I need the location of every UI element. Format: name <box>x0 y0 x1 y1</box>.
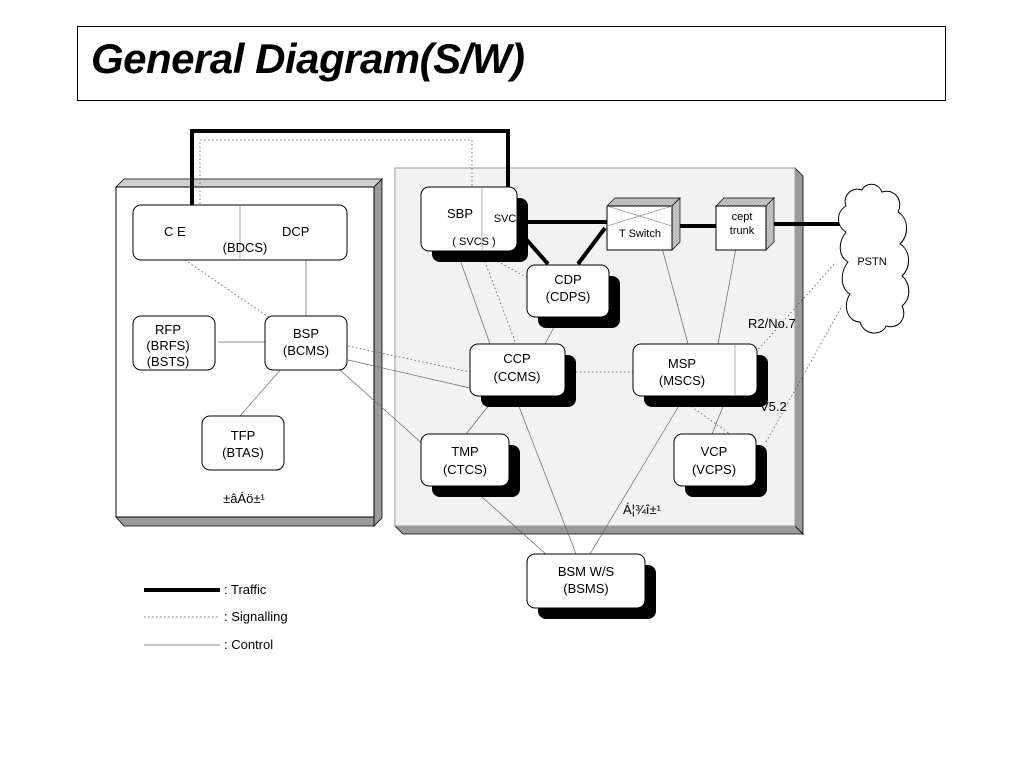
bsp-node[interactable]: BSP (BCMS) <box>264 315 348 371</box>
rfp-node[interactable]: RFP (BRFS) (BSTS) <box>132 315 216 371</box>
tmp-label: TMP <box>451 444 478 459</box>
ccp-label: CCP <box>503 351 530 366</box>
left-panel-caption: ±âÁö±¹ <box>223 491 265 506</box>
ce-dcp-node[interactable]: C E DCP (BDCS) <box>132 204 348 261</box>
legend: : Traffic : Signalling : Control <box>144 582 288 652</box>
bsm-label: BSM W/S <box>558 564 615 579</box>
vcps-label: (VCPS) <box>692 462 736 477</box>
page-title: General Diagram(S/W) <box>91 35 525 82</box>
ccp-node[interactable]: CCP (CCMS) <box>469 343 576 407</box>
tfp-node[interactable]: TFP (BTAS) <box>201 415 285 471</box>
rfp-label: RFP <box>155 322 181 337</box>
cept-trunk-node[interactable]: cept trunk <box>715 197 775 251</box>
pstn-label: PSTN <box>857 256 886 268</box>
bsts-label: (BSTS) <box>147 354 190 369</box>
svc-label: SVC <box>494 213 517 225</box>
vcp-node[interactable]: VCP (VCPS) <box>673 433 767 497</box>
sbp-node[interactable]: SBP SVC ( SVCS ) <box>420 186 528 262</box>
tmp-node[interactable]: TMP (CTCS) <box>420 433 520 497</box>
ctcs-label: (CTCS) <box>443 462 487 477</box>
cdp-label: CDP <box>554 272 581 287</box>
legend-signalling-label: : Signalling <box>224 609 288 624</box>
cept-label: cept <box>732 211 753 223</box>
bcms-label: (BCMS) <box>283 343 329 358</box>
sbp-label: SBP <box>447 206 473 221</box>
legend-control-label: : Control <box>224 637 273 652</box>
btas-label: (BTAS) <box>222 445 264 460</box>
trunk-label: trunk <box>730 225 755 237</box>
legend-traffic-label: : Traffic <box>224 582 267 597</box>
dcp-label: DCP <box>282 224 309 239</box>
pstn-cloud[interactable]: PSTN <box>838 183 910 334</box>
vcp-label: VCP <box>701 444 728 459</box>
tswitch-label: T Switch <box>619 228 661 240</box>
tfp-label: TFP <box>231 428 256 443</box>
cdps-label: (CDPS) <box>546 289 591 304</box>
tswitch-node[interactable]: T Switch <box>606 197 681 251</box>
brfs-label: (BRFS) <box>146 338 189 353</box>
title-box: General Diagram(S/W) <box>77 26 946 101</box>
svcs-label: ( SVCS ) <box>452 236 495 248</box>
bsm-node[interactable]: BSM W/S (BSMS) <box>526 553 656 619</box>
right-panel-caption: Á¦¾î±¹ <box>623 502 662 517</box>
signalling-links <box>184 139 843 443</box>
bsp-label: BSP <box>293 326 319 341</box>
mscs-label: (MSCS) <box>659 373 705 388</box>
bdcs-label: (BDCS) <box>223 240 268 255</box>
r2-no7-label: R2/No.7 <box>748 316 796 331</box>
msp-node[interactable]: MSP (MSCS) <box>632 343 768 407</box>
bsms-label: (BSMS) <box>563 581 609 596</box>
msp-label: MSP <box>668 356 696 371</box>
cdp-node[interactable]: CDP (CDPS) <box>526 264 620 328</box>
ce-label: C E <box>164 224 186 239</box>
ccms-label: (CCMS) <box>494 369 541 384</box>
v52-label: V5.2 <box>760 399 787 414</box>
